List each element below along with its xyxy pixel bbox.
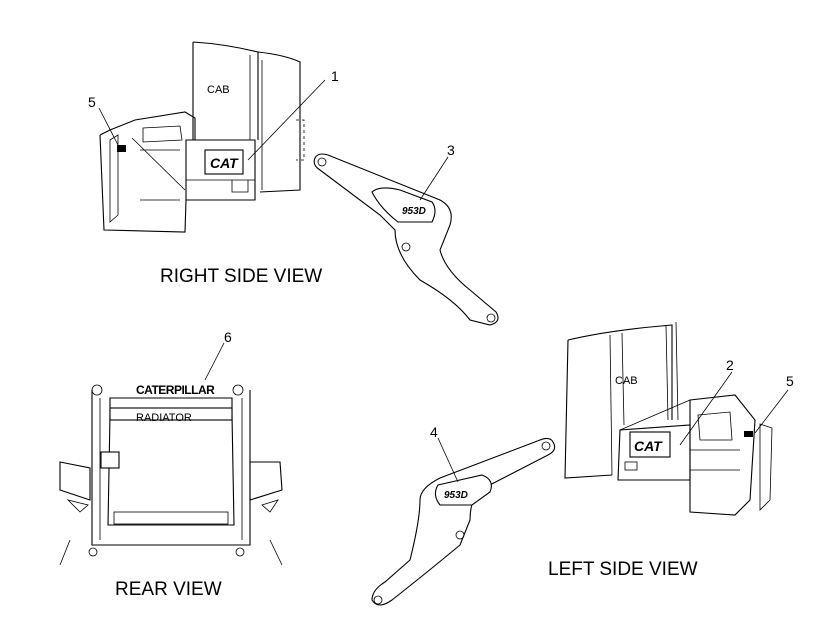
callout-3: 3	[447, 142, 455, 158]
callout-5-left: 5	[786, 373, 794, 389]
lift-arm-right: 953D 3	[313, 142, 499, 326]
callout-2: 2	[726, 357, 734, 373]
left-side-view: CAB CAT 2 5	[564, 321, 794, 516]
cat-decal-right: CAT	[210, 155, 239, 171]
cab-label-right: CAB	[207, 84, 230, 96]
callout-4: 4	[430, 424, 438, 440]
model-decal-left: 953D	[444, 490, 468, 501]
radiator-label: RADIATOR	[136, 412, 192, 424]
cat-decal-left: CAT	[634, 438, 663, 454]
model-decal-right: 953D	[402, 206, 426, 217]
right-side-view: CAB CAT 1 5	[88, 41, 339, 233]
right-side-view-title: RIGHT SIDE VIEW	[160, 266, 322, 287]
lift-arm-left: 953D 4	[371, 424, 556, 606]
callout-5-right: 5	[88, 94, 96, 110]
left-side-view-title: LEFT SIDE VIEW	[548, 559, 698, 580]
callout-1: 1	[331, 68, 339, 84]
warning-decal-right	[117, 145, 126, 152]
cat-decal-left-plate	[629, 431, 671, 458]
rear-view: RADIATOR CATERPILLAR 6	[59, 329, 283, 566]
caterpillar-decal: CATERPILLAR	[136, 383, 215, 397]
callout-6: 6	[224, 329, 232, 345]
cat-decal-right-plate	[204, 149, 244, 175]
rear-view-title: REAR VIEW	[115, 579, 222, 600]
warning-decal-left	[744, 431, 753, 437]
cab-label-left: CAB	[615, 375, 638, 387]
